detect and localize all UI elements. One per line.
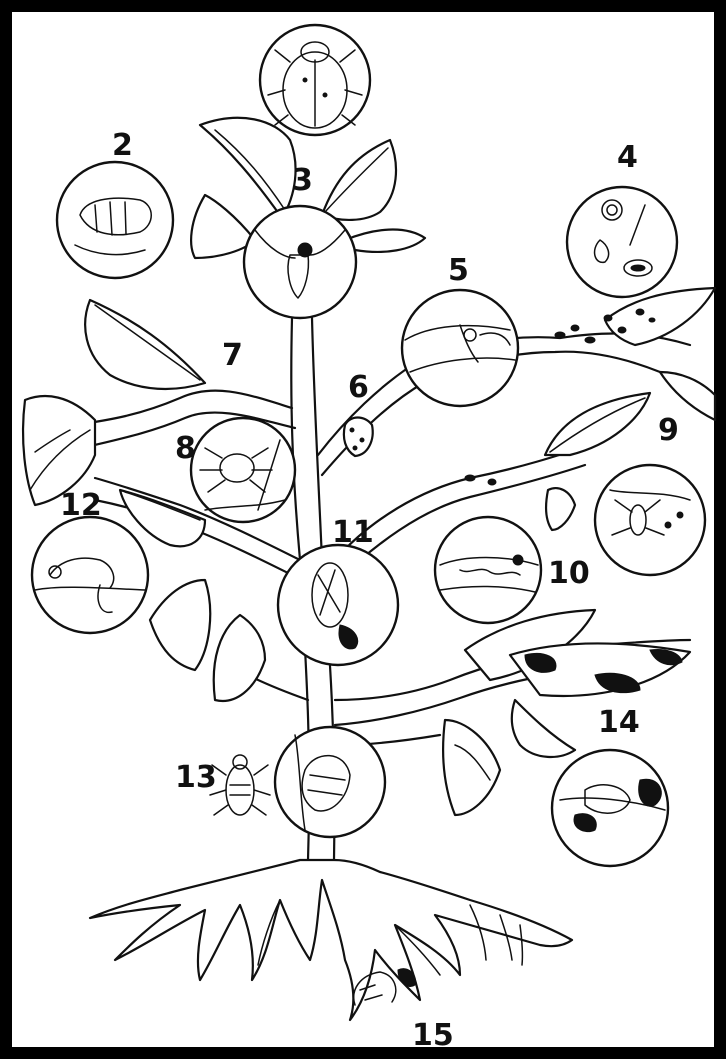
inset-8-spidermite <box>191 418 295 522</box>
inset-6-beetle <box>344 418 373 457</box>
label-8: 8 <box>175 431 196 466</box>
label-9: 9 <box>658 413 679 448</box>
inset-11-pupa <box>278 545 398 665</box>
inset-9-aphid <box>595 465 705 575</box>
inset-3-caterpillar <box>244 206 356 318</box>
leaf-right-small <box>546 488 575 530</box>
inset-14-leafminer <box>552 750 668 866</box>
leaf-lower-right-3 <box>512 700 575 757</box>
label-13: 13 <box>175 760 217 795</box>
leaf-lower-mid <box>443 720 500 815</box>
label-2: 2 <box>112 128 133 163</box>
label-3: 3 <box>292 163 313 198</box>
label-4: 4 <box>617 140 638 175</box>
label-14: 14 <box>598 705 640 740</box>
label-15: 15 <box>412 1018 454 1053</box>
inset-stem-larva <box>275 727 385 837</box>
inset-13-beetle <box>210 755 270 815</box>
label-11: 11 <box>332 515 374 550</box>
leaf-top-right-2 <box>345 230 425 252</box>
leaf-mid-left-2 <box>150 580 210 670</box>
leaf-upper-left <box>85 300 205 389</box>
label-12: 12 <box>60 488 102 523</box>
inset-4-eggs <box>567 187 677 297</box>
leaf-mid-left-3 <box>214 615 265 701</box>
plant-roots <box>90 860 572 1020</box>
label-5: 5 <box>448 253 469 288</box>
inset-5-leafminer <box>402 290 518 406</box>
inset-1-beetle <box>260 25 370 135</box>
inset-10-borer <box>435 517 541 623</box>
inset-12-caterpillar <box>32 517 148 633</box>
label-10: 10 <box>548 556 590 591</box>
inset-2-larva <box>57 162 173 278</box>
label-6: 6 <box>348 370 369 405</box>
label-7: 7 <box>222 338 243 373</box>
